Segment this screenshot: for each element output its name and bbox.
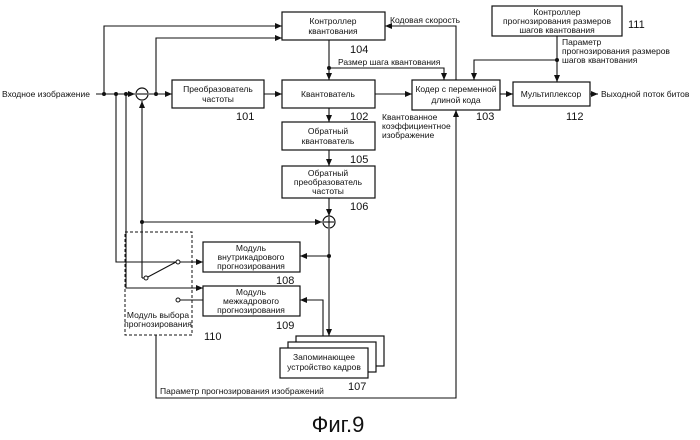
block-104-line1: Контроллер (310, 16, 357, 26)
adder (323, 216, 335, 228)
block-110-number: 110 (204, 331, 222, 343)
block-112-label: Мультиплексор (521, 89, 582, 99)
block-109-number: 109 (276, 320, 294, 332)
input-label: Входное изображение (2, 89, 90, 99)
block-101-number: 101 (236, 111, 254, 123)
figure-caption: Фиг.9 (312, 412, 365, 437)
block-107-line2: устройство кадров (287, 362, 361, 372)
block-111-number: 111 (628, 19, 645, 31)
input-to-109-arrow (126, 94, 203, 288)
block-106-number: 106 (350, 201, 368, 213)
block-112-number: 112 (566, 111, 584, 123)
qstep-label: Размер шага квантования (338, 57, 441, 67)
block-102-number: 102 (350, 111, 368, 123)
block-108-number: 108 (276, 275, 294, 287)
block-105-line2: квантователь (302, 136, 355, 146)
input-to-108-arrow (116, 94, 203, 262)
subtractor (136, 88, 148, 100)
block-108-line3: прогнозирования (217, 261, 285, 271)
block-111-line3: шагов квантования (519, 25, 595, 35)
block-104-line2: квантования (308, 26, 358, 36)
107-to-109-arrow (300, 300, 323, 336)
111-to-103-arrow (474, 36, 557, 80)
qcoef-line3: изображение (382, 130, 434, 140)
block-110-line2: прогнозирования (124, 319, 192, 329)
block-105-number: 105 (350, 154, 368, 166)
block-102-label: Квантователь (301, 89, 355, 99)
block-103-number: 103 (476, 111, 494, 123)
param-img-label: Параметр прогнозирования изображений (160, 386, 324, 396)
param-q-line3: шагов квантования (562, 55, 638, 65)
qstep-to-103-arrow (329, 68, 444, 80)
block-105-line1: Обратный (308, 126, 348, 136)
code-rate-label: Кодовая скорость (390, 15, 461, 25)
block-107-number: 107 (348, 381, 366, 393)
block-107-line1: Запоминающее (293, 352, 355, 362)
code-rate-arrow (385, 26, 456, 80)
switch-arm (146, 262, 176, 278)
block-103-line2: длиной кода (431, 95, 481, 105)
block-109-line3: прогнозирования (217, 305, 285, 315)
block-104-number: 104 (350, 44, 368, 56)
block-101-line1: Преобразователь (183, 84, 253, 94)
block-101-line2: частоты (202, 94, 234, 104)
block-103-line1: Кодер с переменной (415, 84, 496, 94)
output-label: Выходной поток битов (601, 89, 690, 99)
block-106-line3: частоты (312, 186, 344, 196)
